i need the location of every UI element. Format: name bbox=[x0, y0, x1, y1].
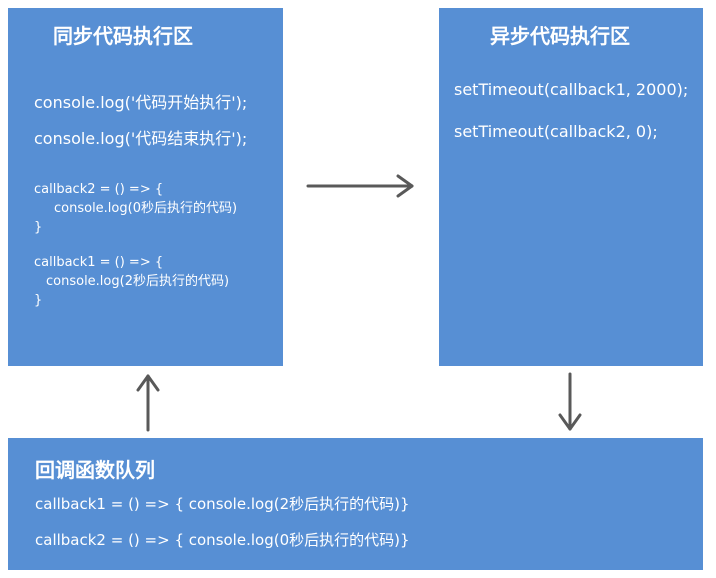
callback1-def-line-2: console.log(2秒后执行的代码) bbox=[46, 274, 230, 289]
queue-line-2: callback2 = () => { console.log(0秒后执行的代码… bbox=[35, 531, 410, 549]
callback2-def-line-1: callback2 = () => { bbox=[34, 182, 164, 197]
async-code-line-1: setTimeout(callback1, 2000); bbox=[454, 80, 689, 99]
async-code-title: 异步代码执行区 bbox=[490, 24, 630, 48]
sync-code-line-1: console.log('代码开始执行'); bbox=[34, 93, 248, 112]
callback-queue-title: 回调函数队列 bbox=[35, 458, 155, 482]
sync-code-title: 同步代码执行区 bbox=[53, 24, 193, 48]
arrow-sync-to-async bbox=[306, 174, 414, 198]
queue-line-1: callback1 = () => { console.log(2秒后执行的代码… bbox=[35, 495, 410, 513]
async-code-area: 异步代码执行区 setTimeout(callback1, 2000); set… bbox=[439, 8, 703, 366]
sync-code-area: 同步代码执行区 console.log('代码开始执行'); console.l… bbox=[8, 8, 283, 366]
arrow-async-to-queue bbox=[558, 372, 582, 431]
callback2-def-line-3: } bbox=[34, 220, 43, 235]
callback1-def-line-1: callback1 = () => { bbox=[34, 255, 164, 270]
sync-code-line-2: console.log('代码结束执行'); bbox=[34, 129, 248, 148]
async-code-line-2: setTimeout(callback2, 0); bbox=[454, 122, 658, 141]
callback1-def-line-3: } bbox=[34, 293, 43, 308]
arrow-queue-to-sync bbox=[136, 374, 160, 432]
callback2-def-line-2: console.log(0秒后执行的代码) bbox=[54, 201, 238, 216]
callback-queue-area: 回调函数队列 callback1 = () => { console.log(2… bbox=[8, 438, 703, 570]
